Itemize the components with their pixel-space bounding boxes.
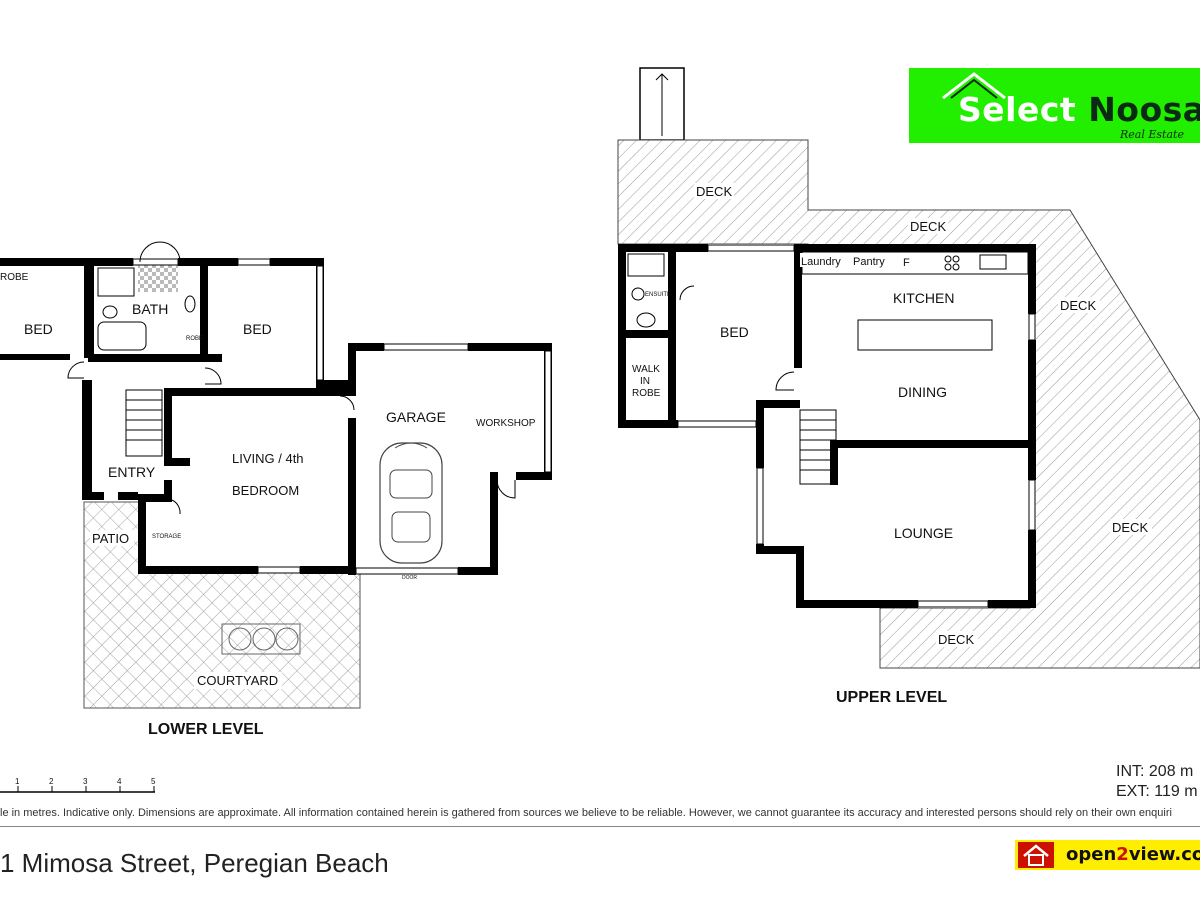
logo-noosa: Noosa	[1088, 90, 1200, 129]
open2view-two: 2	[1116, 844, 1129, 865]
internal-area: INT: 208 m	[1116, 763, 1194, 780]
house-icon	[1018, 842, 1054, 868]
scale-tick-5: 5	[151, 777, 156, 786]
kitchen-island	[857, 319, 993, 351]
deck-bottom-label: DECK	[938, 632, 974, 647]
walk-in-robe-label-2: IN	[640, 376, 650, 387]
pantry-label: Pantry	[853, 256, 885, 268]
deck-top-label: DECK	[696, 184, 732, 199]
scale-tick-3: 3	[83, 777, 88, 786]
disclaimer: le in metres. Indicative only. Dimension…	[0, 807, 1172, 819]
walk-in-robe-label-3: ROBE	[632, 388, 661, 399]
living-label-line1: LIVING / 4th	[232, 451, 304, 466]
car-icon	[379, 442, 443, 564]
garage-label: GARAGE	[386, 409, 446, 425]
scale-tick-2: 2	[49, 777, 54, 786]
deck-right-label: DECK	[1060, 298, 1096, 313]
workshop-label: WORKSHOP	[476, 418, 536, 429]
logo-tagline: Real Estate	[1120, 128, 1184, 141]
open2view-prefix: open	[1066, 844, 1117, 865]
upper-level-title: UPPER LEVEL	[836, 689, 947, 706]
kitchen-label: KITCHEN	[893, 290, 954, 306]
walk-in-robe-label-1: WALK	[632, 364, 660, 375]
door-label: DOOR	[402, 575, 417, 581]
lower-level: ROBE BED BATH ROBE BED LIVING / 4th BEDR…	[0, 241, 552, 738]
patio-label: PATIO	[92, 531, 129, 546]
scale-tick-4: 4	[117, 777, 122, 786]
deck-far-right-label: DECK	[1112, 520, 1148, 535]
external-area: EXT: 119 m	[1116, 783, 1198, 800]
bed-left-label: BED	[24, 321, 53, 337]
fridge-label: F	[903, 257, 910, 269]
courtyard-label: COURTYARD	[197, 673, 278, 688]
bath-label: BATH	[132, 301, 168, 317]
upper-level: DECK DECK DECK DECK DECK ENSUITE WALK IN…	[617, 67, 1200, 706]
bath-tiles	[138, 262, 178, 292]
entry-label: ENTRY	[108, 464, 156, 480]
upper-bed-label: BED	[720, 324, 749, 340]
house-roof-icon	[942, 72, 1006, 100]
robe-small-label: ROBE	[186, 336, 203, 342]
divider	[0, 826, 1200, 827]
courtyard-feature	[221, 623, 301, 655]
logo-select: Select	[958, 90, 1077, 129]
lounge-label: LOUNGE	[894, 525, 953, 541]
dining-label: DINING	[898, 384, 947, 400]
deck-mid-label: DECK	[910, 219, 946, 234]
living-label-line2: BEDROOM	[232, 483, 299, 498]
scale-bar: 1 2 3 4 5	[0, 777, 156, 793]
scale-tick-1: 1	[15, 777, 20, 786]
bed-right-label: BED	[243, 321, 272, 337]
lower-level-title: LOWER LEVEL	[148, 721, 264, 738]
select-noosa-logo	[909, 68, 1200, 143]
open2view-suffix: view.com	[1128, 844, 1200, 865]
storage-label: STORAGE	[152, 534, 181, 540]
open2view-text: open2view.com	[1066, 844, 1200, 865]
laundry-label: Laundry	[801, 256, 841, 268]
property-address: 1 Mimosa Street, Peregian Beach	[0, 848, 389, 878]
logo-text: Select Noosa	[958, 90, 1200, 129]
robe-label: ROBE	[0, 272, 29, 283]
ensuite-label: ENSUITE	[645, 292, 671, 298]
